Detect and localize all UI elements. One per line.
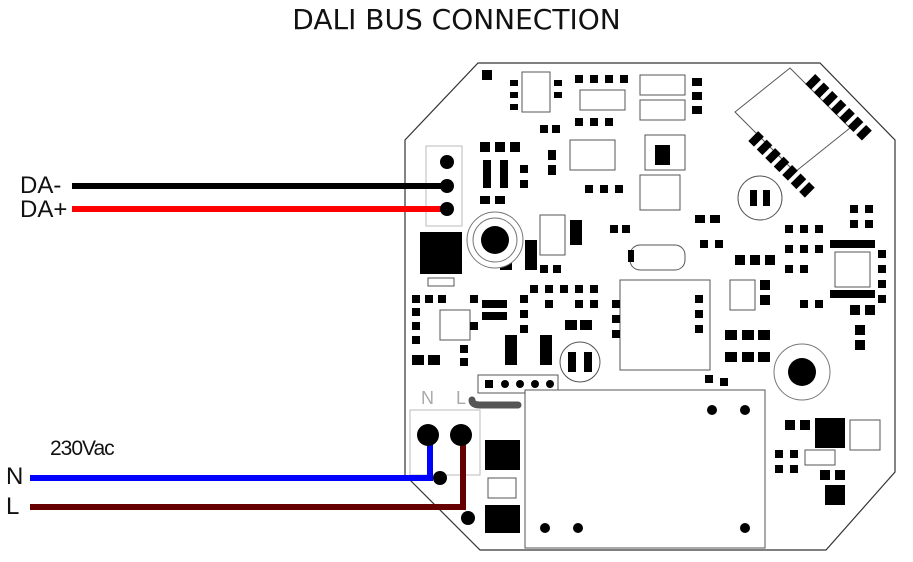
jumper-wire [468,396,522,409]
mains-screw-n [433,471,447,485]
mains-screw-l [461,511,475,525]
dali-terminal-top [440,155,454,169]
supply-voltage-label: 230Vac [50,437,115,460]
pcb-components [412,67,886,549]
diagram-title: DALI BUS CONNECTION [292,3,621,36]
da-minus-label: DA- [20,172,62,199]
dali-terminal-da-plus [440,202,454,216]
board-l-label: L [456,388,466,408]
board-n-label: N [421,388,434,408]
mains-terminal-n [417,424,439,446]
neutral-wire [30,436,433,481]
dali-terminal-da-minus [440,179,454,193]
mains-terminal-l [450,424,472,446]
neutral-label: N [6,463,24,490]
da-plus-label: DA+ [20,196,68,223]
live-wire [30,436,466,510]
live-label: L [6,493,20,520]
